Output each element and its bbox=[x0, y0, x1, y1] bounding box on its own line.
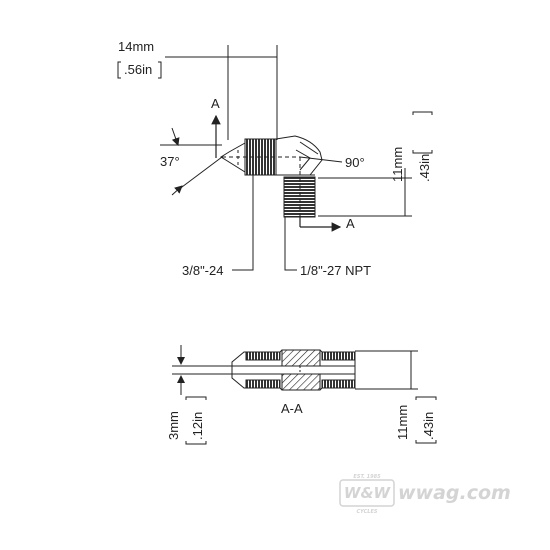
section-marker-top: A bbox=[211, 96, 220, 111]
svg-text:EST. 1985: EST. 1985 bbox=[353, 474, 381, 480]
width-dimension bbox=[165, 45, 278, 140]
pipe-thread bbox=[283, 176, 316, 218]
width-label-mm: 14mm bbox=[118, 39, 154, 54]
elbow-angle-label: 90° bbox=[345, 155, 365, 170]
flare-thread-label: 3/8"-24 bbox=[182, 263, 223, 278]
section-arrow-bottom bbox=[299, 217, 342, 232]
thread-leaders bbox=[232, 175, 297, 271]
section-height-label-in: .43in bbox=[421, 412, 436, 440]
section-height-dimension bbox=[355, 350, 418, 390]
bore-label-in: .12in bbox=[190, 412, 205, 440]
section-marker-bottom: A bbox=[346, 216, 355, 231]
section-hatch-top bbox=[281, 349, 321, 367]
width-label-in: .56in bbox=[124, 62, 152, 77]
section-hatch-bottom bbox=[281, 373, 321, 391]
watermark: EST. 1985 W&W CYCLES wwag.com bbox=[339, 474, 511, 515]
height-label-mm: 11mm bbox=[390, 147, 405, 182]
section-label: A-A bbox=[281, 401, 303, 416]
flare-angle-dimension bbox=[160, 127, 223, 196]
bore-label-mm: 3mm bbox=[166, 411, 181, 440]
section-height-label-mm: 11mm bbox=[395, 405, 410, 440]
elbow-fitting-view bbox=[220, 135, 323, 218]
flare-angle-label: 37° bbox=[160, 154, 180, 169]
section-view bbox=[231, 349, 356, 391]
height-dimension bbox=[318, 168, 412, 217]
bore-dimension bbox=[172, 345, 232, 395]
pipe-thread-label: 1/8"-27 NPT bbox=[300, 263, 371, 278]
watermark-site: wwag.com bbox=[398, 482, 511, 504]
height-label-in: .43in bbox=[417, 154, 432, 182]
svg-text:W&W: W&W bbox=[344, 484, 392, 502]
elbow-body bbox=[275, 135, 323, 176]
svg-text:CYCLES: CYCLES bbox=[357, 509, 378, 515]
watermark-logo: EST. 1985 W&W CYCLES bbox=[339, 474, 395, 515]
